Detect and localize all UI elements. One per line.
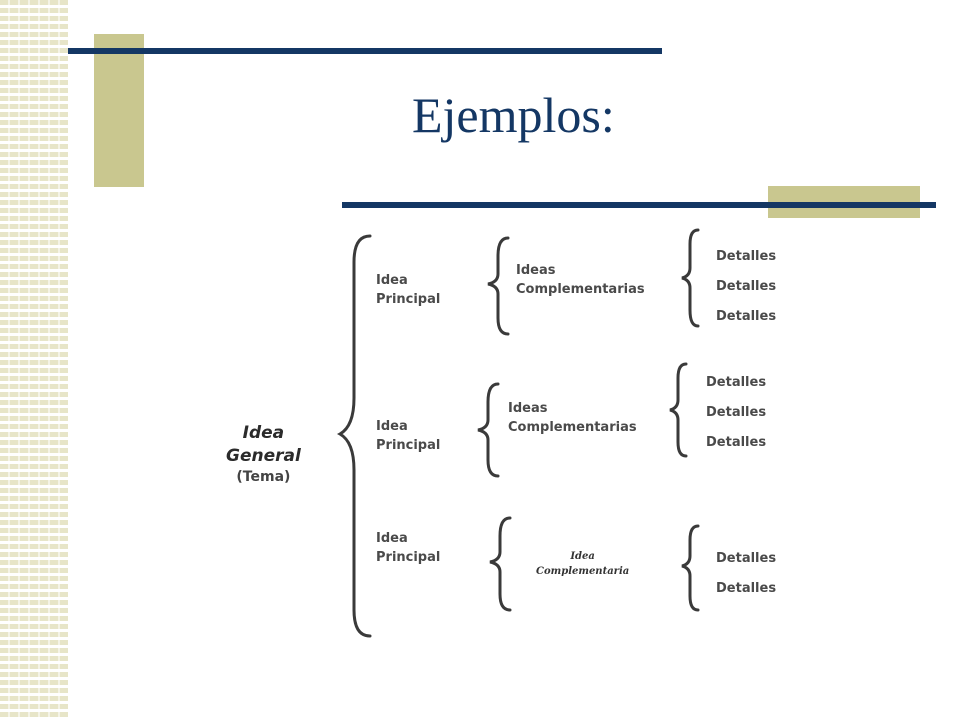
left-stripe-decoration [0, 0, 68, 720]
idea-principal-3-line2: Principal [376, 549, 441, 565]
idea-general-line1: Idea [242, 423, 285, 443]
detail-3-1: Detalles [716, 551, 777, 566]
detail-1-3: Detalles [716, 309, 777, 324]
detail-3-2: Detalles [716, 581, 777, 596]
detail-1-1: Detalles [716, 249, 777, 264]
accent-block-vertical [94, 34, 144, 187]
top-rule [68, 48, 662, 54]
brace-complementary-2 [669, 362, 688, 458]
complementary-1-line1: Ideas [516, 263, 556, 278]
slide-title: Ejemplos: [412, 87, 615, 143]
idea-principal-2: Idea Principal [376, 418, 440, 456]
complementary-2-line1: Ideas [508, 401, 548, 416]
idea-complementaria-3: Idea Complementaria [536, 550, 629, 579]
idea-principal-2-line2: Principal [376, 437, 441, 453]
detail-1-2: Detalles [716, 279, 777, 294]
details-group-3: Detalles Detalles [716, 544, 776, 604]
complementary-3-line2: Complementaria [536, 565, 630, 577]
ideas-complementarias-1: Ideas Complementarias [516, 262, 645, 300]
brace-layer [336, 228, 700, 638]
detail-2-3: Detalles [706, 435, 767, 450]
complementary-1-line2: Complementarias [516, 281, 645, 297]
idea-general-tema: (Tema) [236, 468, 291, 485]
brace-principal-3 [489, 516, 512, 612]
idea-principal-1: Idea Principal [376, 272, 440, 310]
idea-principal-1-line2: Principal [376, 291, 441, 307]
ideas-complementarias-2: Ideas Complementarias [508, 400, 637, 438]
brace-complementary-3 [681, 524, 700, 612]
brace-principal-1 [487, 236, 510, 336]
idea-principal-1-line1: Idea [376, 273, 408, 288]
detail-2-1: Detalles [706, 375, 767, 390]
idea-hierarchy-diagram: Idea General (Tema) Idea Principal Ideas… [220, 222, 780, 640]
complementary-3-line1: Idea [570, 551, 595, 562]
idea-general-label: Idea General (Tema) [226, 422, 301, 487]
idea-general-line2: General [226, 445, 301, 466]
brace-general [336, 234, 372, 638]
complementary-2-line2: Complementarias [508, 419, 637, 435]
details-group-1: Detalles Detalles Detalles [716, 242, 776, 332]
brace-complementary-1 [681, 228, 700, 328]
title-underline-rule [342, 202, 936, 208]
detail-2-2: Detalles [706, 405, 767, 420]
idea-principal-3-line1: Idea [376, 531, 408, 546]
idea-principal-2-line1: Idea [376, 419, 408, 434]
details-group-2: Detalles Detalles Detalles [706, 368, 766, 458]
brace-principal-2 [477, 382, 500, 478]
idea-principal-3: Idea Principal [376, 530, 440, 568]
